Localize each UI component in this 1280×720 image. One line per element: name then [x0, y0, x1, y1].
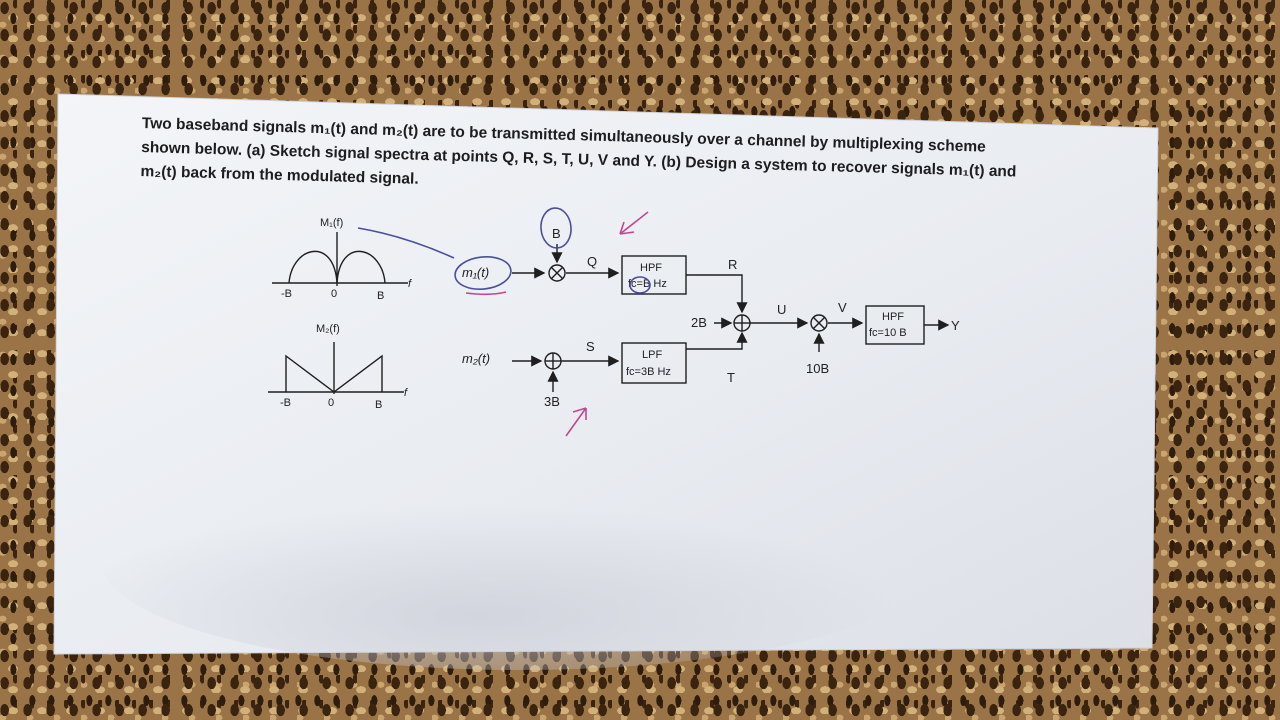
hpf2-cutoff: fc=10 B — [869, 327, 907, 339]
point-r-label: R — [728, 257, 737, 272]
paper-shadow — [100, 450, 940, 670]
carrier-10b-label: 10B — [806, 361, 829, 376]
annotation-circle-fc — [629, 276, 651, 294]
adder-2 — [733, 314, 751, 332]
annotation-circle-b — [540, 207, 572, 249]
spectrum-m2-title: M₂(f) — [316, 323, 340, 335]
lpf-name: LPF — [642, 349, 662, 361]
spectrum-m1-shape — [288, 250, 386, 284]
point-q-label: Q — [587, 254, 597, 269]
lpf-block — [621, 342, 687, 384]
hpf1-cutoff: fc=B Hz — [628, 278, 667, 290]
point-s-label: S — [586, 339, 595, 354]
annotation-arrow-line — [357, 227, 455, 259]
spectrum-m1-zero-label: 0 — [331, 288, 337, 300]
spectrum-m2-neg-label: -B — [280, 397, 291, 409]
spectrum-m1-title: M₁(f) — [320, 217, 343, 229]
mixer-1 — [548, 264, 566, 282]
spectrum-m1-pos-label: B — [377, 290, 384, 302]
hpf2-name: HPF — [882, 311, 904, 323]
annotation-underline-m1 — [465, 291, 507, 296]
adder-1 — [544, 352, 562, 370]
point-t-label: T — [727, 370, 735, 385]
handwritten-annotations — [357, 207, 651, 437]
spectrum-m2-axis-label: f — [404, 387, 408, 399]
annotation-arrow-3b — [565, 407, 587, 437]
annotation-arrow-hpf — [619, 211, 649, 235]
input-m2-label: m₂(t) — [462, 351, 490, 366]
spectrum-m2-zero-label: 0 — [328, 397, 334, 409]
hpf1-name: HPF — [640, 262, 662, 274]
mixer-2 — [810, 314, 828, 332]
spectrum-m2: M₂(f) -B 0 B f — [268, 323, 408, 411]
input-m1-label: m₁(t) — [462, 265, 489, 280]
spectrum-m2-pos-label: B — [375, 399, 382, 411]
carrier-2b-label: 2B — [691, 315, 707, 330]
point-u-label: U — [777, 302, 786, 317]
annotation-circle-m1 — [454, 256, 512, 290]
spectrum-m1-neg-label: -B — [281, 288, 292, 300]
spectrum-m1: M₁(f) -B 0 B f — [272, 217, 412, 302]
carrier-b-label: B — [552, 226, 561, 241]
lpf-cutoff: fc=3B Hz — [626, 366, 671, 378]
spectrum-m2-shape — [285, 354, 383, 393]
wire-lpf-to-adder — [686, 331, 748, 350]
point-v-label: V — [838, 300, 847, 315]
output-y-label: Y — [951, 318, 960, 333]
spectrum-m1-axis-label: f — [408, 278, 412, 290]
wire-hpf1-to-adder — [686, 274, 748, 314]
carrier-3b-label: 3B — [544, 394, 560, 409]
block-diagram: m₁(t) B Q HPF fc=B Hz R m₂(t) 3B S LPF f… — [462, 226, 960, 409]
